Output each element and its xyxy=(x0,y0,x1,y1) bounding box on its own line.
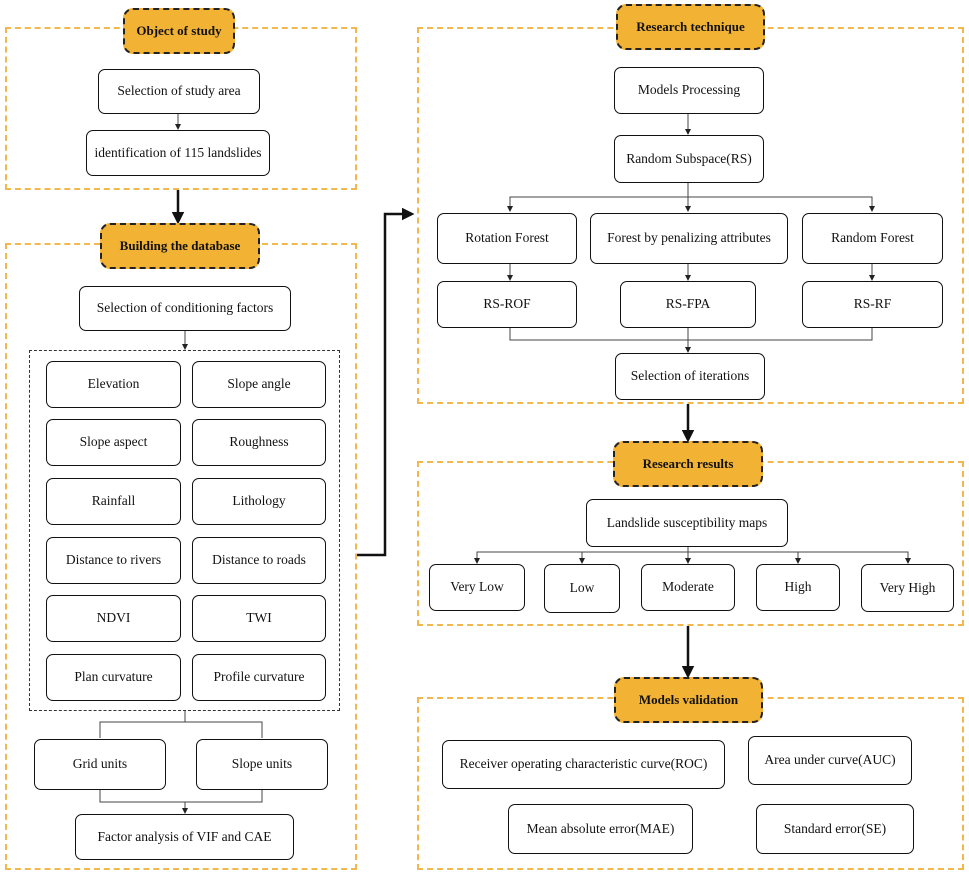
factor-distance-roads: Distance to roads xyxy=(192,537,326,584)
metric-auc: Area under curve(AUC) xyxy=(748,736,912,785)
susceptibility-maps: Landslide susceptibility maps xyxy=(586,499,788,547)
hybrid-rs-fpa: RS-FPA xyxy=(620,281,756,328)
building-database-header: Building the database xyxy=(100,223,260,269)
selection-conditioning-factors: Selection of conditioning factors xyxy=(79,286,291,331)
class-high: High xyxy=(756,564,840,611)
factor-slope-angle: Slope angle xyxy=(192,361,326,408)
grid-units: Grid units xyxy=(34,739,166,790)
factor-elevation: Elevation xyxy=(46,361,181,408)
factor-plan-curvature: Plan curvature xyxy=(46,654,181,701)
metric-se: Standard error(SE) xyxy=(756,804,914,854)
factor-slope-aspect: Slope aspect xyxy=(46,419,181,466)
factor-twi: TWI xyxy=(192,595,326,642)
base-random-forest: Random Forest xyxy=(802,213,943,264)
factor-roughness: Roughness xyxy=(192,419,326,466)
class-low: Low xyxy=(544,564,620,613)
factor-analysis: Factor analysis of VIF and CAE xyxy=(75,814,294,860)
class-very-high: Very High xyxy=(861,564,954,612)
research-technique-header: Research technique xyxy=(616,4,765,50)
models-processing: Models Processing xyxy=(614,67,764,114)
metric-mae: Mean absolute error(MAE) xyxy=(508,804,693,854)
base-rotation-forest: Rotation Forest xyxy=(437,213,577,264)
metric-roc: Receiver operating characteristic curve(… xyxy=(442,740,725,789)
factor-ndvi: NDVI xyxy=(46,595,181,642)
models-validation-header: Models validation xyxy=(614,677,763,723)
step-identify-landslides: identification of 115 landslides xyxy=(86,130,270,176)
slope-units: Slope units xyxy=(196,739,328,790)
factor-rainfall: Rainfall xyxy=(46,478,181,525)
factor-distance-rivers: Distance to rivers xyxy=(46,537,181,584)
object-of-study-header: Object of study xyxy=(123,8,235,54)
random-subspace: Random Subspace(RS) xyxy=(614,135,764,183)
step-study-area: Selection of study area xyxy=(98,69,260,114)
base-forest-penalizing: Forest by penalizing attributes xyxy=(590,213,788,264)
conditioning-factors-group xyxy=(29,350,340,711)
selection-iterations: Selection of iterations xyxy=(615,353,765,400)
factor-lithology: Lithology xyxy=(192,478,326,525)
research-results-header: Research results xyxy=(613,441,763,487)
hybrid-rs-rof: RS-ROF xyxy=(437,281,577,328)
class-very-low: Very Low xyxy=(429,564,525,611)
hybrid-rs-rf: RS-RF xyxy=(802,281,943,328)
factor-profile-curvature: Profile curvature xyxy=(192,654,326,701)
class-moderate: Moderate xyxy=(641,564,735,611)
